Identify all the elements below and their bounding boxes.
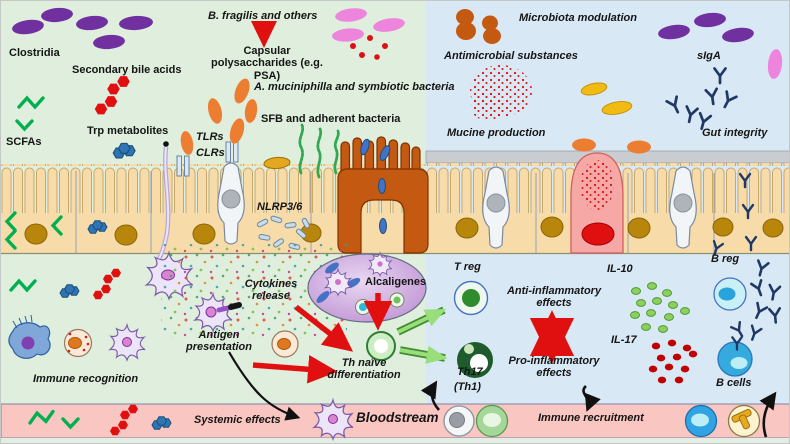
- label-mucine-production: Mucine production: [447, 127, 546, 139]
- adherent-bacteria: [360, 138, 391, 161]
- il10-molecules: [630, 282, 690, 333]
- adherent-bacterium-oval: [263, 156, 291, 170]
- bloodstream-dendritic-cell: [313, 399, 354, 440]
- macrophage-cell: [8, 314, 51, 359]
- antigen-presenting-dendritic-cell: [194, 293, 242, 332]
- label-a-muciniphilla: A. muciniphilla and symbiotic bacteria: [254, 81, 455, 93]
- label-trp-metabolites: Trp metabolites: [87, 125, 169, 137]
- label-antigen-presentation: Antigen presentation: [185, 329, 252, 354]
- label-tlrs: TLRs: [196, 131, 224, 143]
- label-systemic-effects: Systemic effects: [194, 414, 281, 426]
- th-naive-cell: [366, 331, 396, 361]
- green-arrows: [396, 306, 448, 364]
- bloodstream-cells: [443, 404, 761, 438]
- b-fragilis-bacteria: [332, 8, 405, 42]
- label-il-17: IL-17: [611, 334, 637, 346]
- th17-cell: [457, 342, 493, 378]
- label-b-cells: B cells: [716, 377, 752, 389]
- label-secondary-bile-acids: Secondary bile acids: [72, 64, 182, 76]
- label-b-fragilis: B. fragilis and others: [208, 10, 318, 22]
- label-immune-recognition: Immune recognition: [33, 373, 139, 385]
- black-arrows: [228, 351, 777, 438]
- psa-dots: [350, 35, 388, 60]
- label-nlrp: NLRP3/6: [257, 201, 303, 213]
- label-immune-recruitment: Immune recruitment: [538, 412, 644, 424]
- label-alcaligenes: Alcaligenes: [365, 276, 427, 288]
- m-cell: [337, 136, 429, 254]
- antimicrobial-speckles: [580, 160, 614, 210]
- label-th-naive-differentiation: Th naïve differentiation: [327, 357, 401, 382]
- epithelial-nuclei: [24, 216, 784, 246]
- monocyte-cell: [63, 328, 93, 358]
- t-reg-cell: [453, 280, 489, 316]
- b-reg-cell: [713, 277, 747, 311]
- label-clrs: CLRs: [196, 147, 225, 159]
- label-il-10: IL-10: [607, 263, 633, 275]
- clostridia-bacteria: [12, 7, 153, 50]
- label-th1: (Th1): [454, 381, 481, 393]
- label-bloodstream: Bloodstream: [356, 410, 439, 425]
- label-siga: sIgA: [697, 50, 721, 62]
- label-antimicrobial-substances: Antimicrobial substances: [444, 50, 578, 62]
- label-pro-inflammatory: Pro-inflammatory effects: [508, 355, 600, 380]
- a-muciniphilla-bacteria: [180, 78, 258, 155]
- yellow-bacteria: [580, 82, 633, 115]
- sfb-filaments: [298, 123, 340, 179]
- clostridia-right: [658, 12, 754, 43]
- label-t-reg: T reg: [454, 261, 481, 273]
- label-scfas: SCFAs: [6, 136, 42, 148]
- label-microbiota-modulation: Microbiota modulation: [519, 12, 637, 24]
- microbiota-peanut-bacteria: [456, 9, 501, 44]
- label-gut-integrity: Gut integrity: [702, 127, 768, 139]
- label-capsular-polysaccharides: Capsular polysaccharides (e.g. PSA): [211, 45, 323, 82]
- label-b-reg: B reg: [711, 253, 740, 265]
- pink-bacterium: [767, 49, 783, 79]
- b-cell: [717, 341, 753, 377]
- platelet-cell: [727, 404, 761, 438]
- label-clostridia: Clostridia: [9, 47, 60, 59]
- label-sfb: SFB and adherent bacteria: [261, 113, 401, 125]
- label-anti-inflammatory: Anti-inflammatory effects: [506, 285, 602, 310]
- label-cytokines-release: Cytokines release: [244, 278, 298, 303]
- antimicrobial-cluster: [470, 65, 532, 121]
- dendritic-cell: [109, 324, 146, 361]
- il17-molecules: [648, 339, 698, 384]
- red-arrows: [250, 21, 575, 384]
- antigen-dot: [163, 141, 169, 147]
- monocyte-cell-2: [271, 330, 299, 358]
- paneth-cell: [570, 152, 624, 254]
- orange-bacteria-mucus: [572, 138, 651, 154]
- label-th17: Th17: [457, 366, 483, 378]
